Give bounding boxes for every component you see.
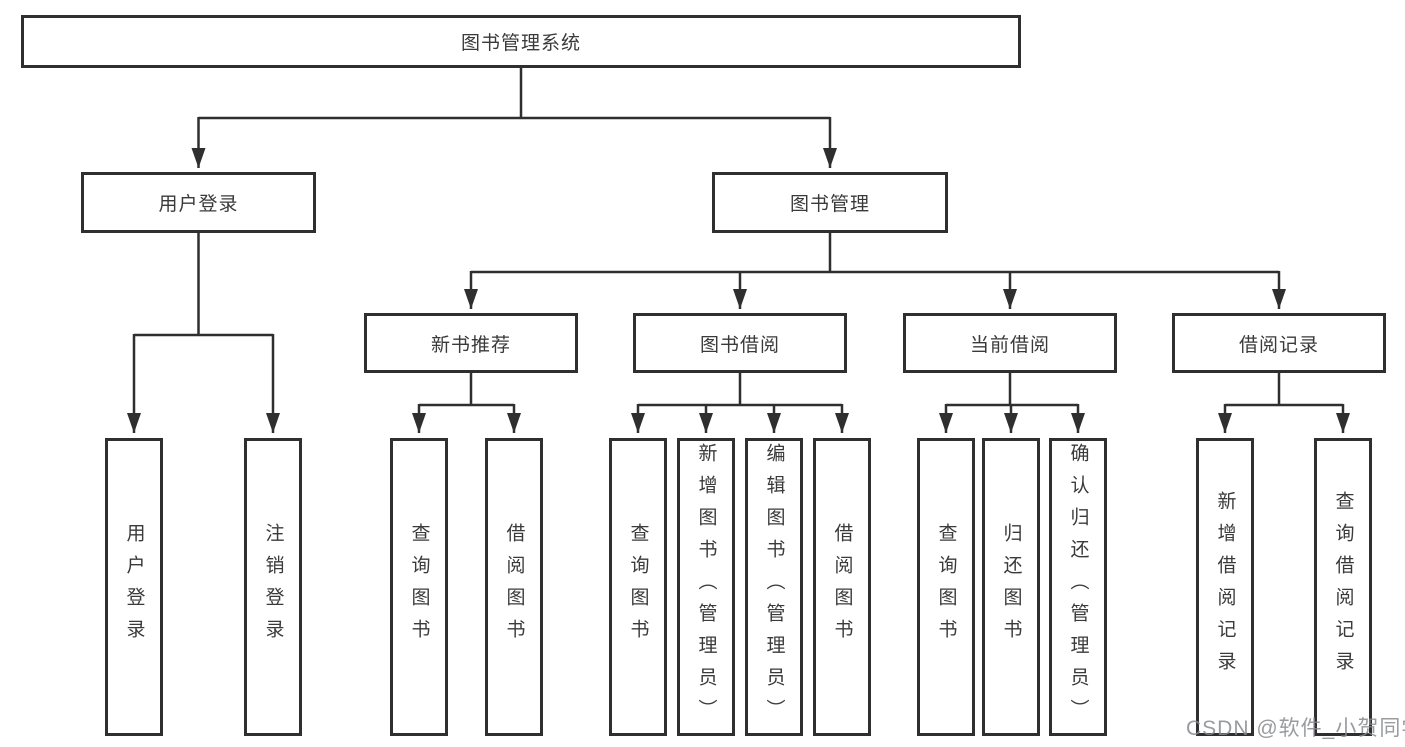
node-borrow-records: 借阅记录 bbox=[1172, 313, 1386, 373]
node-label: 注销登录 bbox=[262, 523, 284, 651]
node-label: 归还图书 bbox=[1000, 523, 1022, 651]
leaf-return-book: 归还图书 bbox=[982, 438, 1040, 736]
node-label: 借阅记录 bbox=[1238, 334, 1319, 356]
node-label: 当前借阅 bbox=[969, 334, 1050, 356]
node-label: 新增借阅记录 bbox=[1214, 491, 1236, 683]
node-label: 新书推荐 bbox=[430, 334, 511, 356]
node-label: 借阅图书 bbox=[831, 523, 853, 651]
leaf-borrow-book-recommend: 借阅图书 bbox=[485, 438, 543, 736]
node-new-book-recommend: 新书推荐 bbox=[364, 313, 578, 373]
leaf-query-book-borrow: 查询图书 bbox=[609, 438, 667, 736]
node-label: 查询图书 bbox=[408, 523, 430, 651]
node-book-borrow: 图书借阅 bbox=[633, 313, 847, 373]
node-label: 图书借阅 bbox=[699, 334, 780, 356]
leaf-query-book-current: 查询图书 bbox=[917, 438, 975, 736]
node-book-management: 图书管理 bbox=[712, 172, 948, 233]
node-label: 查询图书 bbox=[627, 523, 649, 651]
node-label: 用户登录 bbox=[158, 194, 239, 215]
node-label: 确认归还（管理员） bbox=[1067, 443, 1089, 731]
leaf-logout: 注销登录 bbox=[244, 438, 302, 736]
leaf-add-borrow-record: 新增借阅记录 bbox=[1196, 438, 1254, 736]
node-label: 借阅图书 bbox=[503, 523, 525, 651]
node-current-borrow: 当前借阅 bbox=[903, 313, 1117, 373]
node-library-system: 图书管理系统 bbox=[21, 15, 1021, 68]
leaf-user-login: 用户登录 bbox=[105, 438, 163, 736]
leaf-query-borrow-record: 查询借阅记录 bbox=[1314, 438, 1372, 736]
node-label: 查询借阅记录 bbox=[1332, 491, 1354, 683]
node-label: 图书管理系统 bbox=[460, 33, 581, 54]
node-user-login: 用户登录 bbox=[81, 172, 316, 233]
node-label: 图书管理 bbox=[789, 194, 870, 215]
node-label: 用户登录 bbox=[123, 523, 145, 651]
leaf-confirm-return-admin: 确认归还（管理员） bbox=[1049, 438, 1107, 736]
node-label: 查询图书 bbox=[935, 523, 957, 651]
node-label: 编辑图书（管理员） bbox=[763, 443, 785, 731]
leaf-query-book-recommend: 查询图书 bbox=[390, 438, 448, 736]
leaf-add-book-admin: 新增图书（管理员） bbox=[677, 438, 735, 736]
csdn-watermark: CSDN @软件_小贺同学 bbox=[1186, 717, 1405, 740]
node-label: 新增图书（管理员） bbox=[695, 443, 717, 731]
leaf-edit-book-admin: 编辑图书（管理员） bbox=[745, 438, 803, 736]
leaf-borrow-book: 借阅图书 bbox=[813, 438, 871, 736]
